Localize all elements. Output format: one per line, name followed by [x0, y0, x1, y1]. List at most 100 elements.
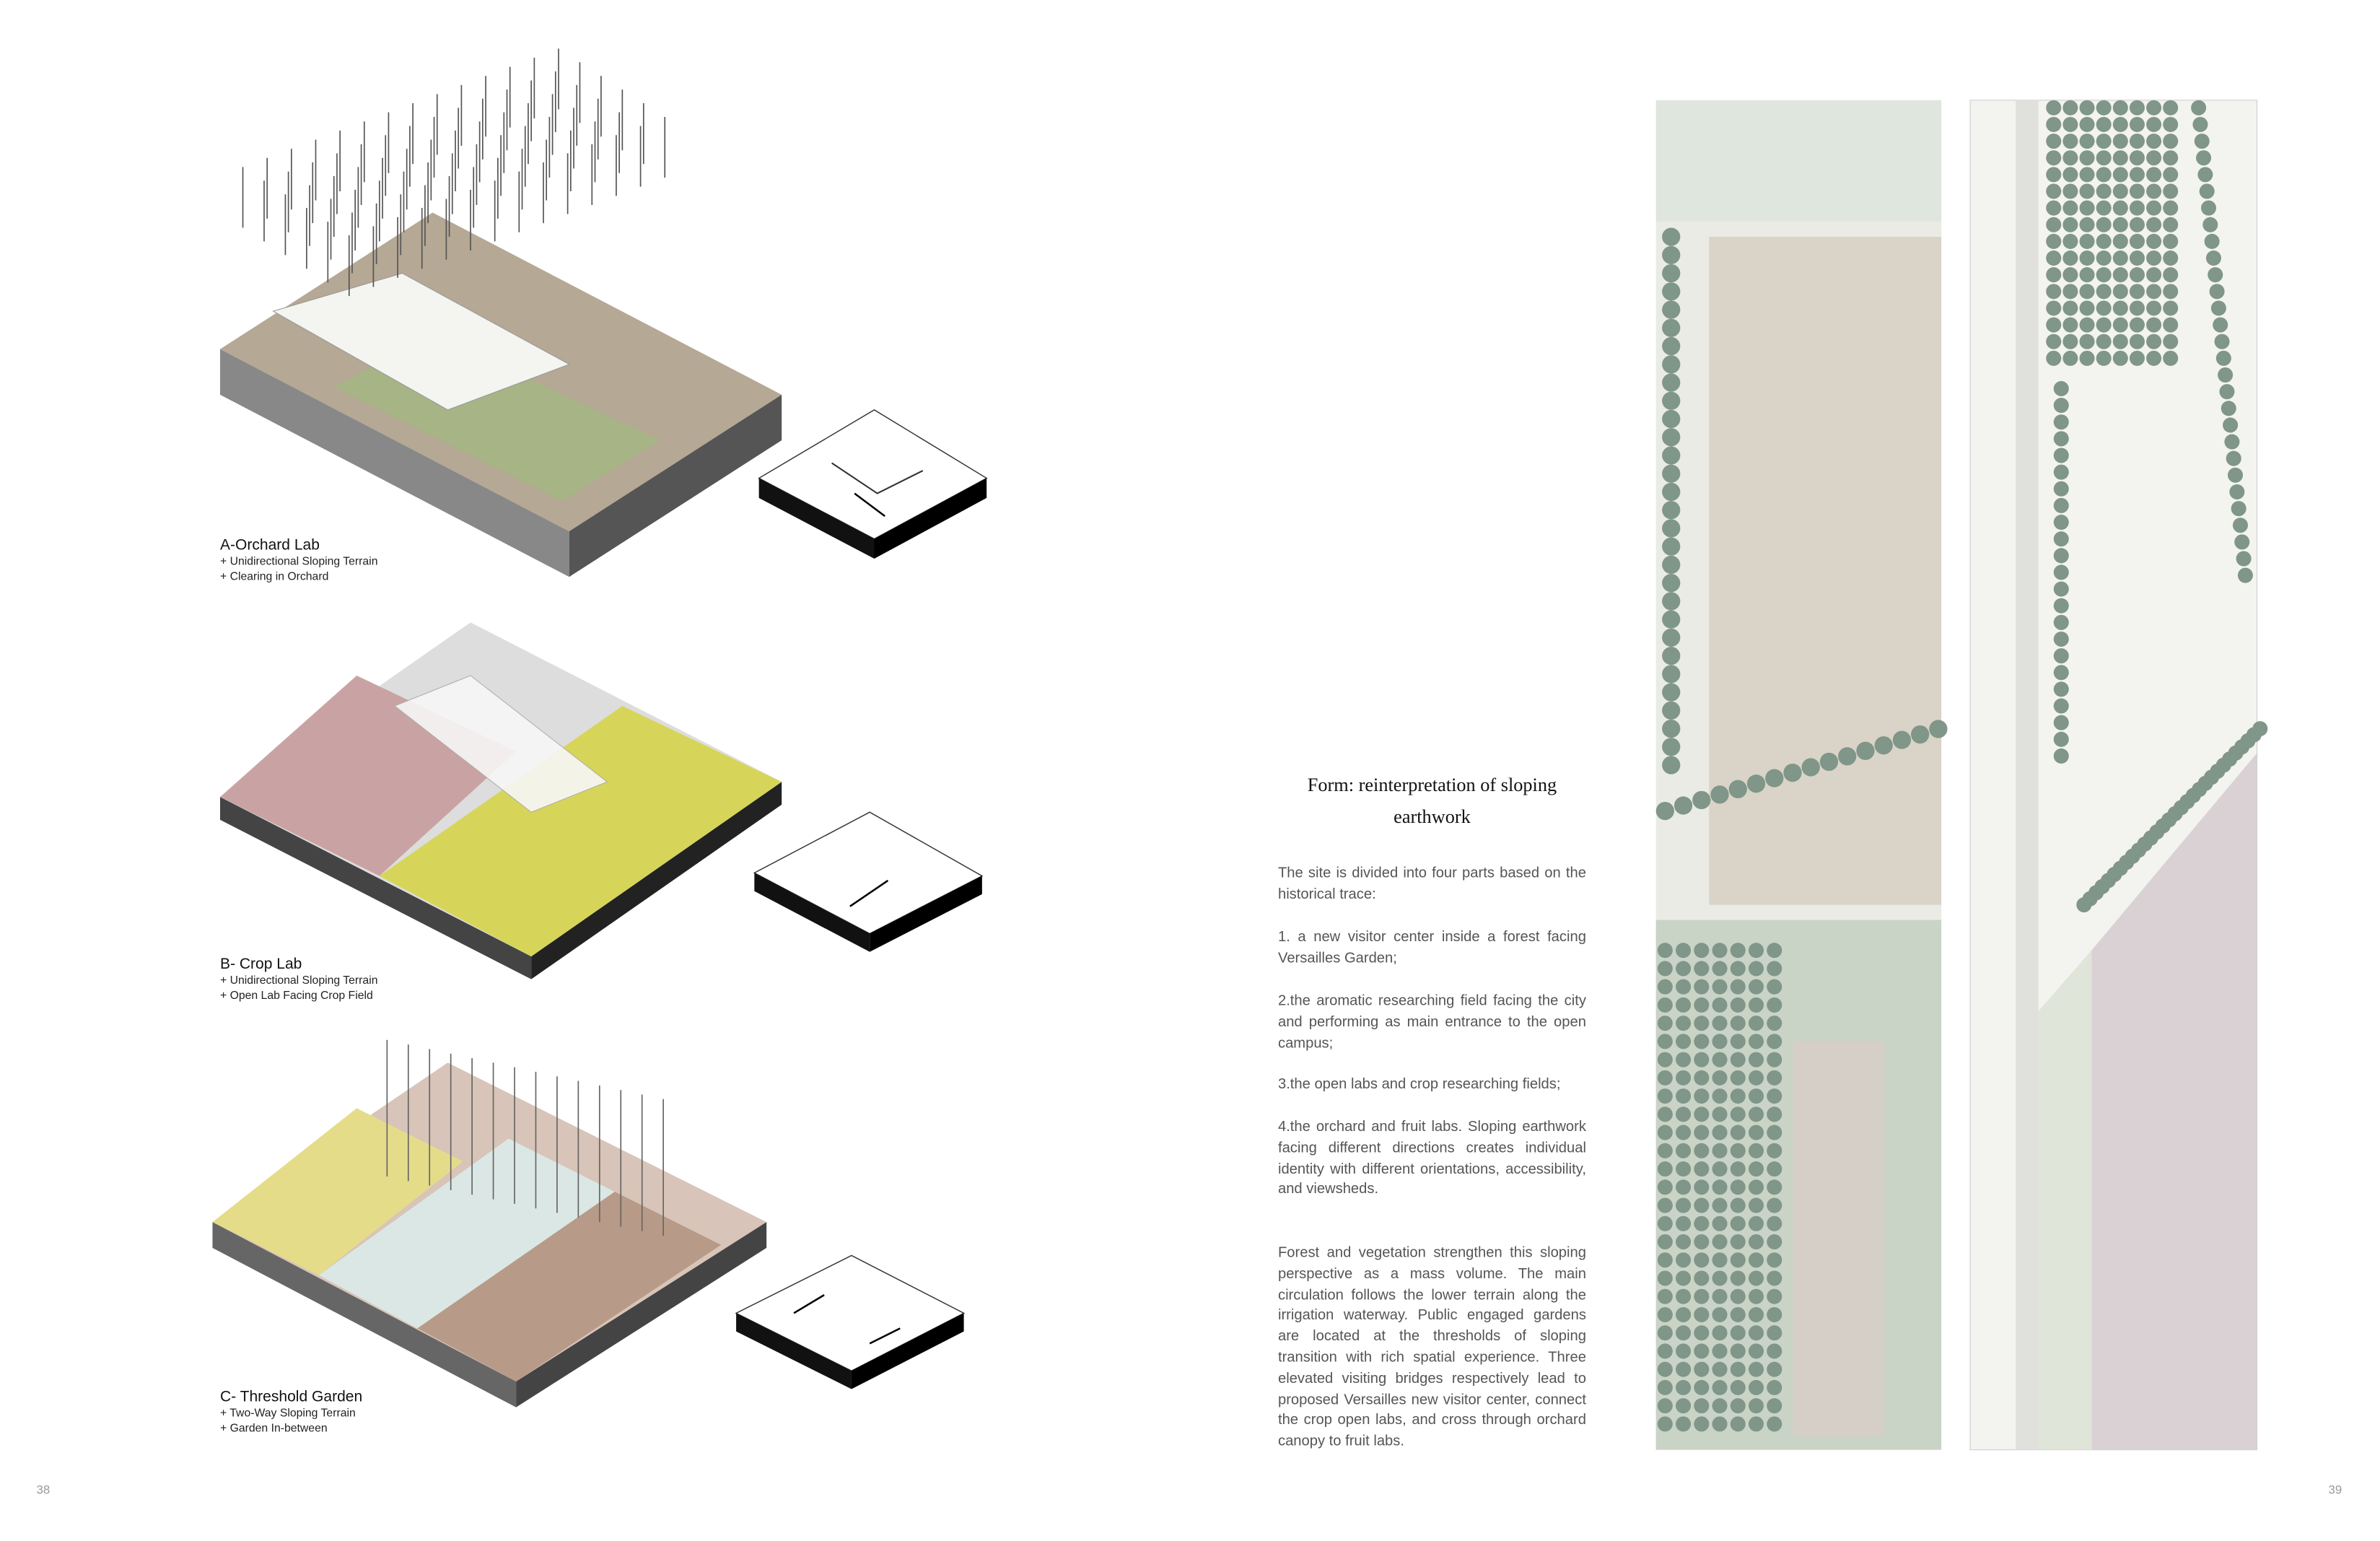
tree [2146, 217, 2162, 232]
tree [2146, 134, 2162, 149]
tree [1676, 1179, 1692, 1195]
tree [2046, 284, 2062, 300]
tree [2062, 217, 2078, 232]
tree [2146, 167, 2162, 183]
tree [2053, 548, 2069, 564]
tree [2062, 134, 2078, 149]
tree [2053, 731, 2069, 747]
tree [2112, 116, 2128, 132]
tree [1767, 943, 1782, 959]
tree [1662, 519, 1681, 538]
tree [1662, 482, 1681, 502]
tree [1749, 979, 1764, 995]
tree [2053, 497, 2069, 513]
tree [1749, 1034, 1764, 1049]
tree [2224, 434, 2240, 450]
tree [2236, 551, 2252, 567]
tree [2053, 598, 2069, 614]
tree [1694, 961, 1710, 977]
tree [1657, 997, 1673, 1013]
tree [1746, 774, 1766, 793]
tree [2062, 317, 2078, 333]
tree [2079, 250, 2095, 266]
tree [2213, 317, 2228, 333]
tree [1749, 1306, 1764, 1322]
tree [2163, 233, 2179, 249]
tree [1676, 961, 1692, 977]
paragraph: 3.the open labs and crop researching fie… [1277, 1076, 1561, 1093]
tree [2237, 567, 2253, 583]
tree [2053, 665, 2069, 681]
tree [1749, 1125, 1764, 1140]
tree [1676, 979, 1692, 995]
tree [1730, 1416, 1746, 1432]
tree [1694, 1398, 1710, 1414]
tree [2129, 116, 2145, 132]
tree [1767, 1306, 1782, 1322]
tree [2163, 350, 2179, 366]
tree [1676, 943, 1692, 959]
tree [2146, 233, 2162, 249]
tree [1657, 1215, 1673, 1231]
tree [1657, 961, 1673, 977]
tree [1694, 1215, 1710, 1231]
tree [2129, 183, 2145, 199]
tree [1767, 1270, 1782, 1286]
tree [1694, 1379, 1710, 1395]
tree [1856, 741, 1875, 760]
tree [2062, 284, 2078, 300]
tree [1676, 1088, 1692, 1104]
tree [2079, 233, 2095, 249]
tree [1749, 1416, 1764, 1432]
tree [2046, 217, 2062, 232]
tree-canopy [1655, 227, 1948, 1432]
tree [1730, 943, 1746, 959]
tree [1730, 1052, 1746, 1068]
tree [2079, 116, 2095, 132]
tree [2210, 300, 2226, 316]
tree [1749, 1361, 1764, 1377]
tree [2196, 150, 2212, 166]
tree [1694, 1270, 1710, 1286]
tree [2096, 217, 2112, 232]
tree [2129, 250, 2145, 266]
tree [2079, 150, 2095, 166]
tree [1662, 336, 1681, 356]
tree [1657, 1106, 1673, 1122]
tree [1730, 1125, 1746, 1140]
tree [1730, 1088, 1746, 1104]
tree [2062, 183, 2078, 199]
tree [2146, 333, 2162, 349]
tree [2096, 317, 2112, 333]
tree [2062, 116, 2078, 132]
tree [2221, 401, 2236, 416]
tree [1712, 1416, 1728, 1432]
tree [2163, 116, 2179, 132]
tree [2112, 350, 2128, 366]
tree [1694, 1252, 1710, 1268]
tree [1694, 1234, 1710, 1250]
tree [2129, 134, 2145, 149]
tree [2146, 284, 2162, 300]
tree [1767, 961, 1782, 977]
tree [1712, 1252, 1728, 1268]
tree [2062, 167, 2078, 183]
tree [1749, 997, 1764, 1013]
tree [2204, 233, 2220, 249]
tree [1712, 1306, 1728, 1322]
tree [1657, 1379, 1673, 1395]
tree [2096, 300, 2112, 316]
tree [1749, 961, 1764, 977]
tree [1662, 227, 1681, 246]
caption-bullet: + Unidirectional Sloping Terrain [219, 973, 378, 987]
tree [1767, 1343, 1782, 1359]
tree [1801, 758, 1820, 777]
tree [2163, 267, 2179, 283]
site-plan-left [1655, 100, 1948, 1450]
caption-title: C- Threshold Garden [219, 1389, 363, 1406]
tree [1662, 555, 1681, 575]
tree [2062, 200, 2078, 216]
paragraph: 4.the orchard and fruit labs. Sloping ea… [1277, 1119, 1586, 1199]
tree [2053, 515, 2069, 531]
